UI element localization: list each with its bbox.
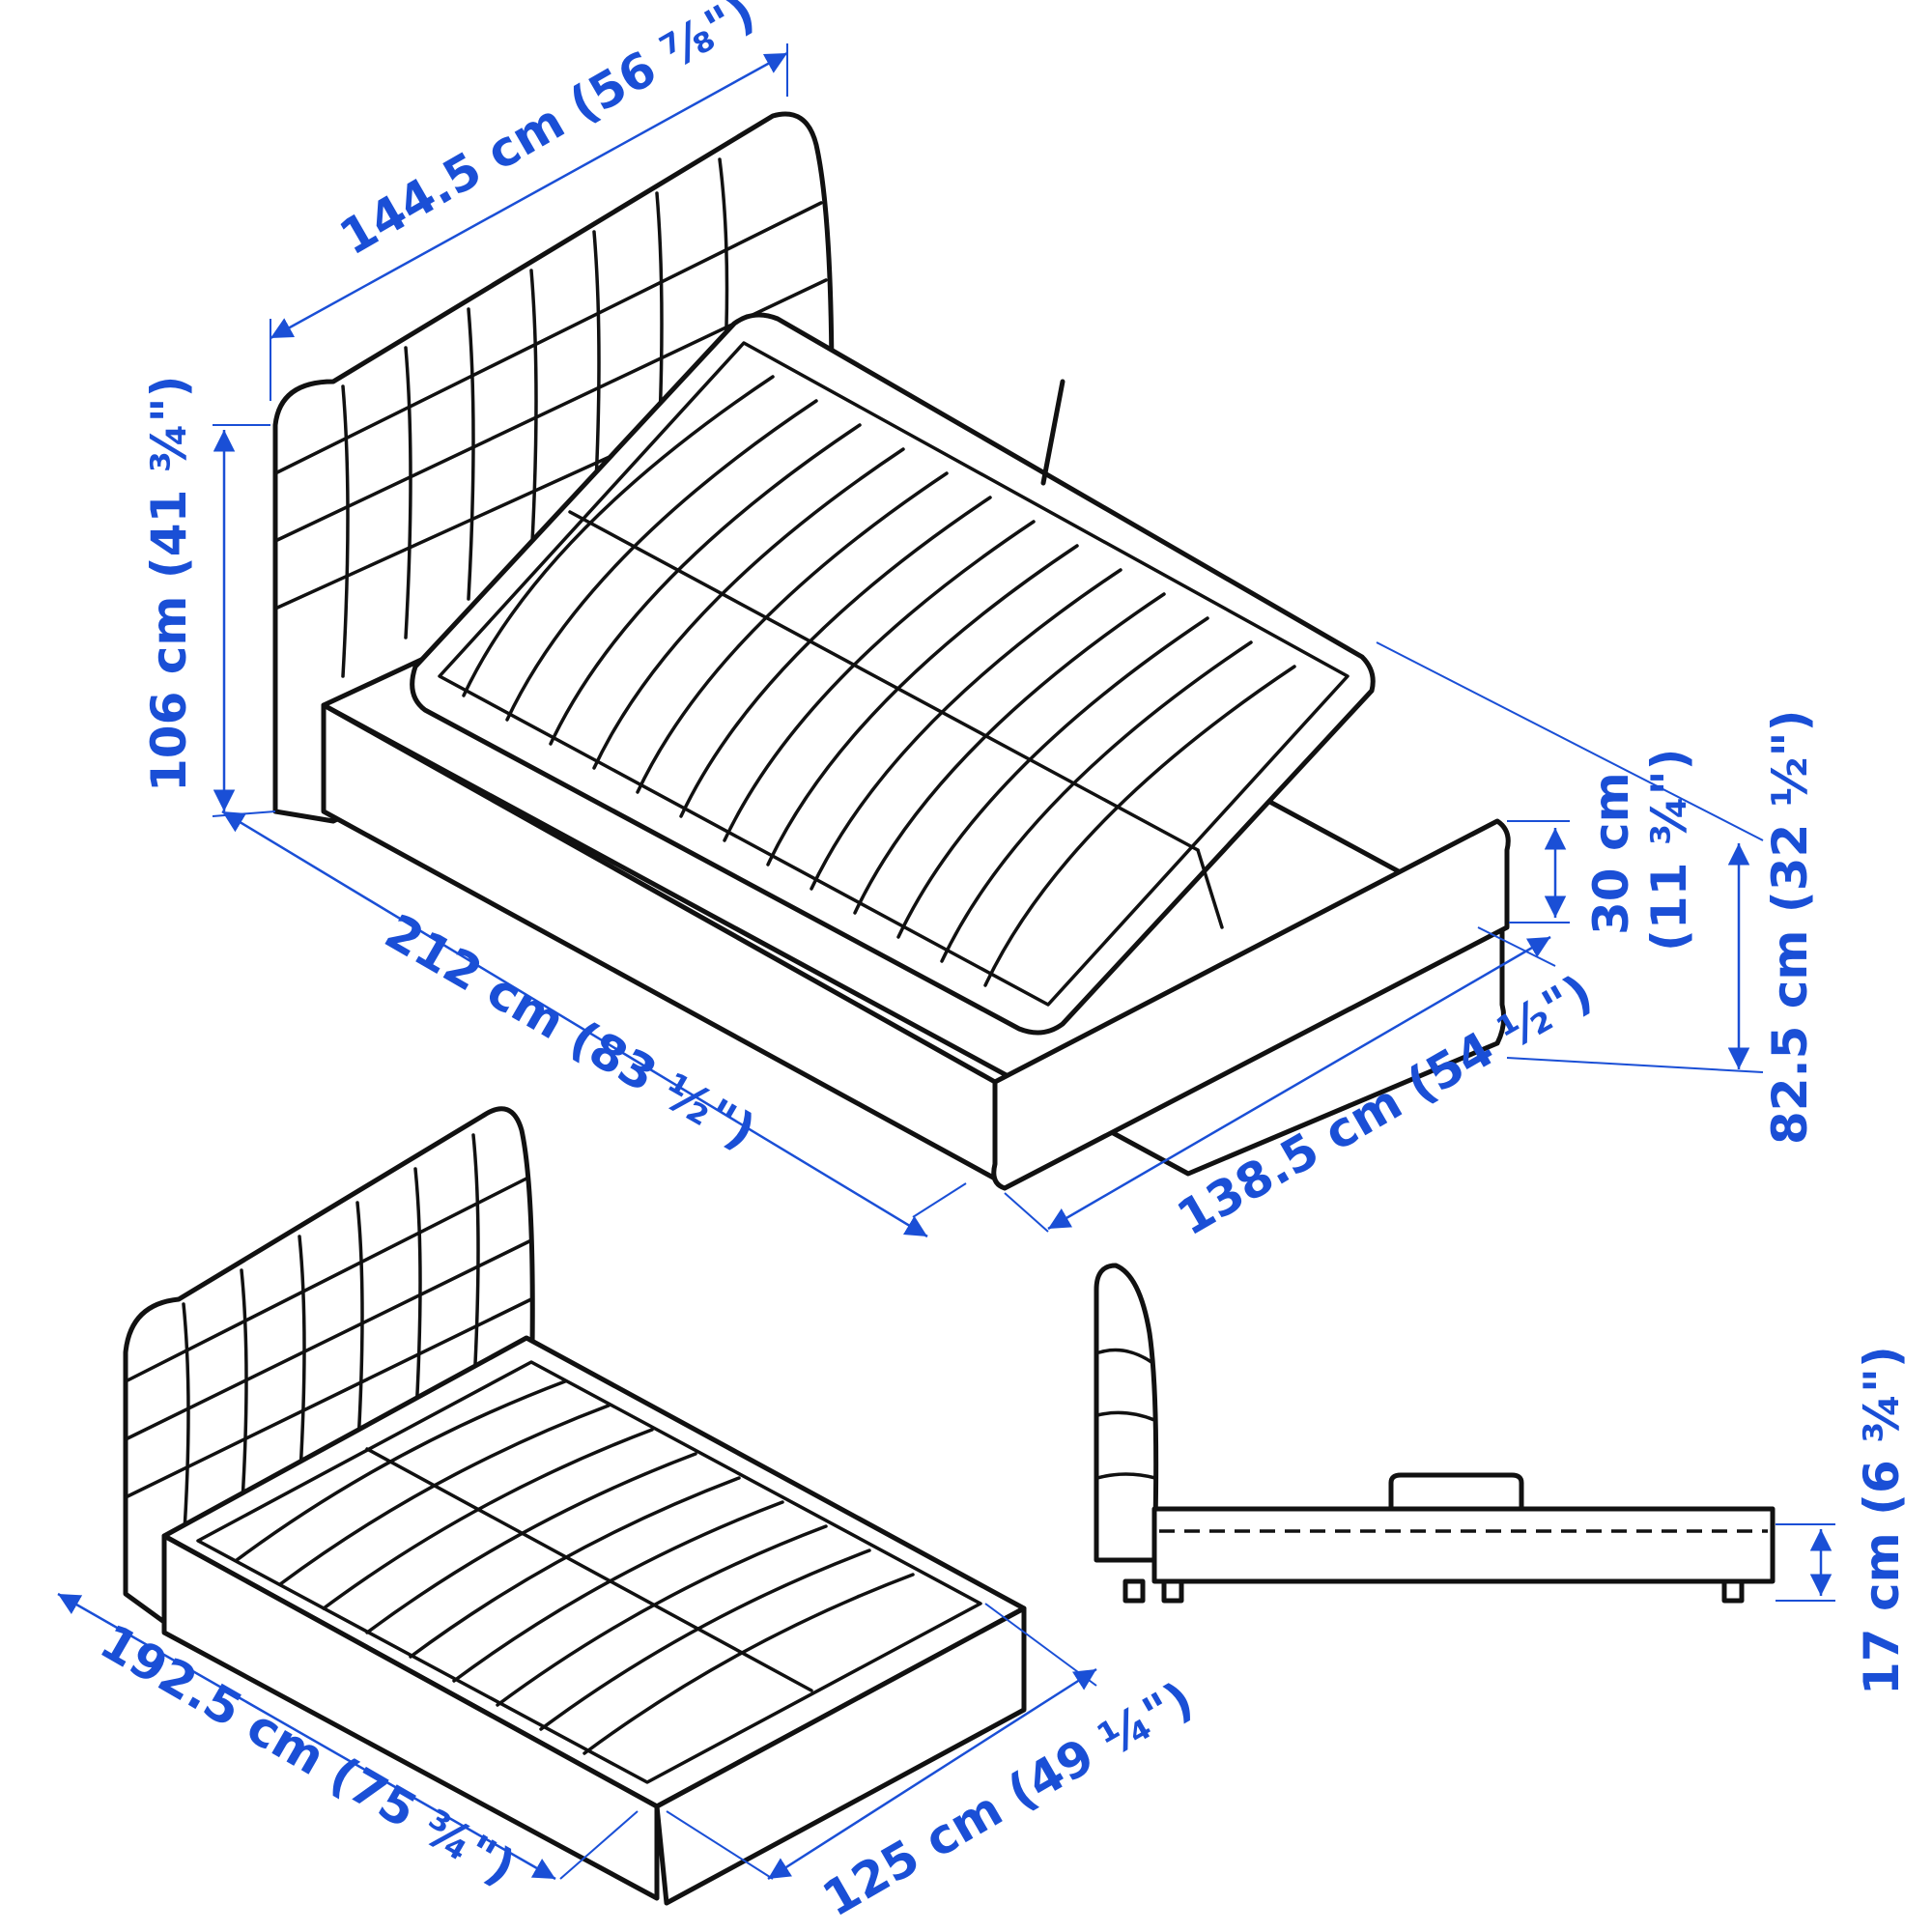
dim-lift-height-cm: 30 cm [1583, 772, 1639, 935]
dimension-lines [57, 43, 1835, 1881]
dim-open-height: 82.5 cm (32 ½") [1762, 710, 1818, 1145]
bed-side-view-illustration [1094, 1263, 1776, 1604]
bed-closed-illustration [123, 1106, 1027, 1906]
dim-lift-height-in: (11 ¾") [1641, 749, 1697, 952]
dim-headboard-height: 106 cm (41 ¾") [141, 376, 197, 792]
bed-lifted-illustration [272, 111, 1511, 1191]
dim-base-height: 17 cm (6 ¾") [1854, 1346, 1910, 1695]
